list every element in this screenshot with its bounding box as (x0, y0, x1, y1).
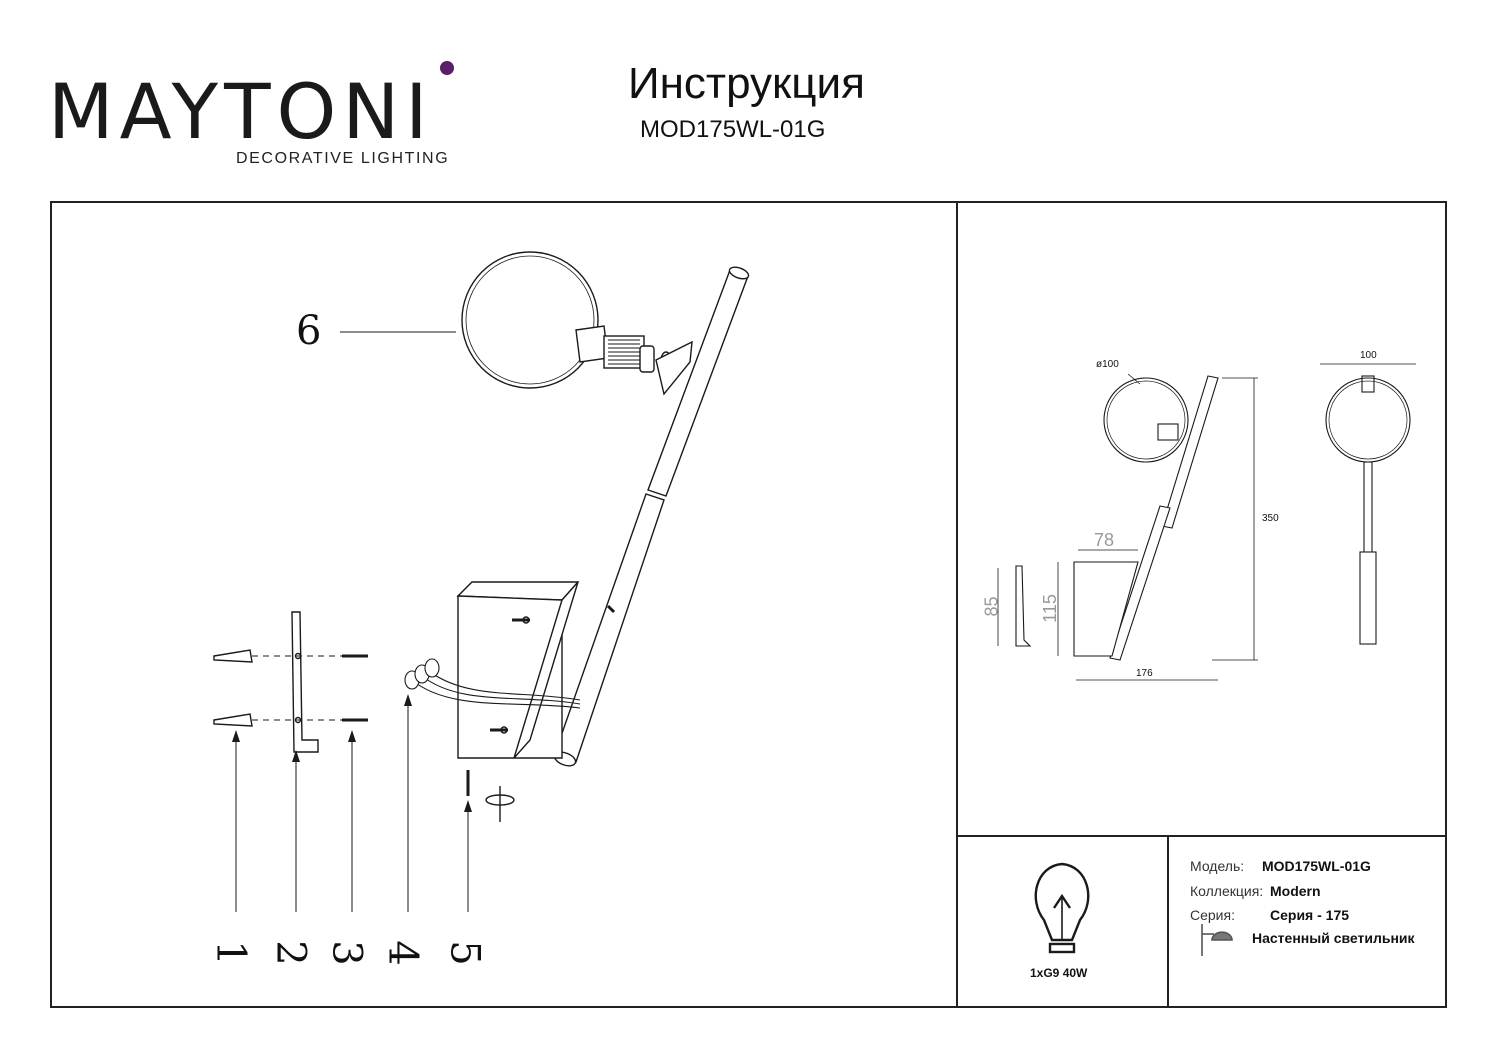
wall-lamp-icon (1201, 924, 1233, 956)
spec-divider (1167, 835, 1169, 1008)
lower-rod (553, 493, 665, 767)
part-label-3: 3 (323, 940, 370, 966)
wires (404, 658, 581, 709)
leader-arrows (232, 694, 472, 812)
lamp-spec: 1xG9 40W (1030, 966, 1088, 980)
dim-depth-base: 78 (1094, 530, 1115, 550)
dim-height-bracket: 85 (981, 596, 1002, 617)
part-label-4: 4 (379, 940, 426, 966)
frame-divider-horizontal (956, 835, 1447, 837)
dowels (213, 649, 253, 727)
dim-height-total: 350 (1262, 513, 1279, 524)
lightbulb-icon (1034, 862, 1090, 954)
assembly-guides (252, 655, 342, 721)
dim-height-base: 115 (1039, 594, 1060, 623)
leader-lines (235, 331, 469, 912)
front-view (1325, 375, 1411, 645)
page-title: Инструкция (628, 59, 865, 108)
spec-series-value: Серия - 175 (1270, 907, 1350, 923)
page-model: MOD175WL-01G (640, 116, 826, 143)
dimension-lines (997, 363, 1416, 681)
spec-model-label: Модель: (1190, 858, 1245, 874)
sheet-frame (50, 201, 1447, 1008)
base-screw (466, 770, 515, 822)
brand-logo: MAYTONI (48, 67, 434, 156)
screws (342, 654, 368, 722)
part-label-1: 1 (207, 940, 254, 966)
bracket (291, 611, 319, 753)
spec-series-label: Серия: (1190, 907, 1235, 923)
dim-width-front: 100 (1360, 350, 1377, 361)
spec-type-value: Настенный светильник (1252, 930, 1415, 946)
part-label-2: 2 (267, 940, 314, 966)
brand-tagline: DECORATIVE LIGHTING (236, 150, 450, 167)
mount-box (456, 581, 580, 759)
dim-depth-total: 176 (1136, 668, 1153, 679)
ring-shade (461, 251, 599, 389)
brand-logo-dot (440, 61, 454, 75)
frame-divider-vertical (956, 201, 958, 1008)
lamp-socket (575, 325, 693, 396)
spec-collection-value: Modern (1270, 883, 1321, 899)
part-label-6: 6 (296, 308, 322, 354)
spec-model-value: MOD175WL-01G (1262, 858, 1371, 874)
dim-diameter: ø100 (1096, 359, 1119, 370)
side-view (1015, 375, 1219, 661)
upper-rod (647, 266, 750, 497)
part-label-5: 5 (441, 940, 488, 966)
spec-collection-label: Коллекция: (1190, 883, 1264, 899)
